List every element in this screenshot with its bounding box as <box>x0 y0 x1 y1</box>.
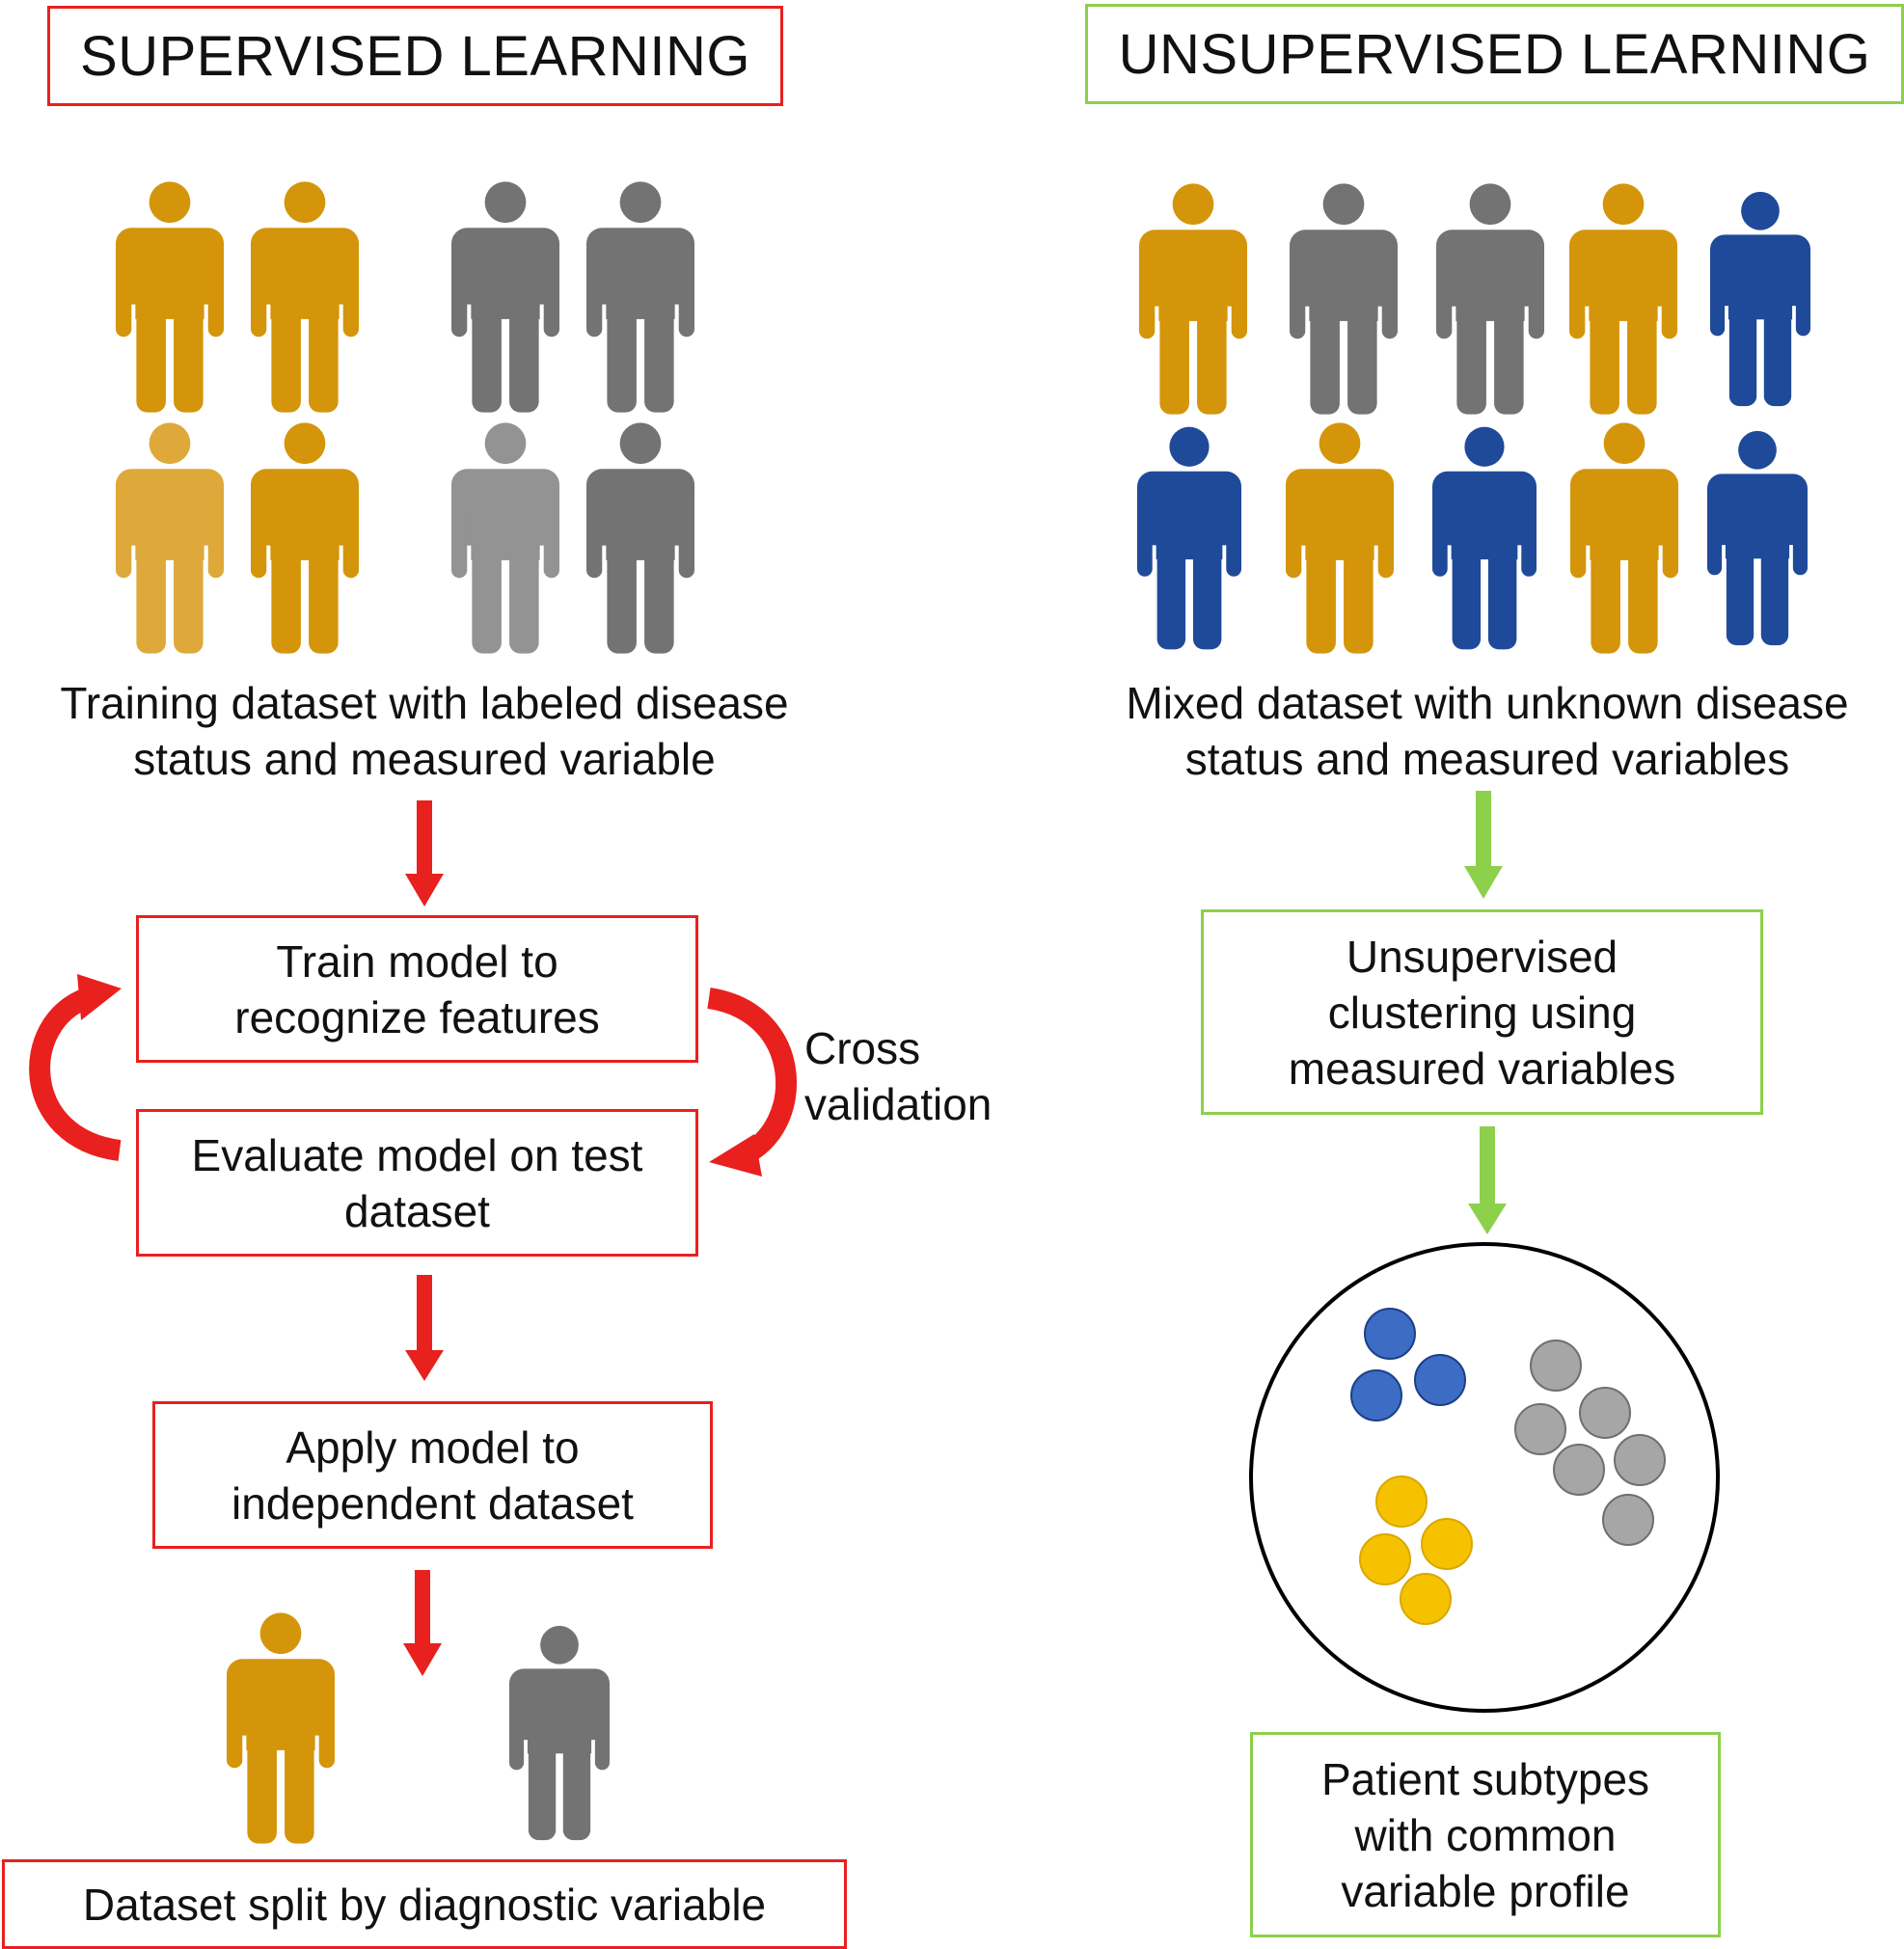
evaluate-model-line: dataset <box>344 1185 490 1236</box>
person-icon <box>586 422 694 654</box>
person-icon <box>1436 183 1544 415</box>
person-icon <box>1710 191 1810 407</box>
patient-subtypes-line: with common <box>1354 1809 1617 1860</box>
unsupervised-dataset-caption: Mixed dataset with unknown disease statu… <box>1071 675 1904 787</box>
cross-validation-line: Cross <box>804 1023 921 1073</box>
person-icon <box>451 422 559 654</box>
caption-line: status and measured variable <box>133 734 716 784</box>
cluster-blue-dots <box>1350 1308 1466 1421</box>
down-arrow-icon <box>1464 791 1503 899</box>
patient-subtypes-line: variable profile <box>1341 1865 1630 1916</box>
unsupervised-title-box: UNSUPERVISED LEARNING <box>1085 4 1904 104</box>
person-icon <box>586 181 694 413</box>
person-icon <box>116 181 224 413</box>
evaluate-model-line: Evaluate model on test <box>191 1129 643 1180</box>
cluster-gray-dots <box>1514 1340 1666 1546</box>
cluster-circle <box>1249 1242 1720 1713</box>
caption-line: Training dataset with labeled disease <box>60 678 789 728</box>
apply-model-line: independent dataset <box>231 1477 634 1529</box>
clustering-line: Unsupervised <box>1346 931 1618 982</box>
train-model-line: recognize features <box>234 991 600 1042</box>
person-icon <box>1137 426 1241 650</box>
person-icon <box>251 422 359 654</box>
person-icon <box>1570 422 1678 654</box>
person-icon <box>451 181 559 413</box>
down-arrow-icon <box>403 1570 442 1676</box>
supervised-title: SUPERVISED LEARNING <box>80 24 750 88</box>
caption-line: status and measured variables <box>1184 734 1790 784</box>
person-icon <box>1139 183 1247 415</box>
cross-validation-label: Cross validation <box>804 1020 992 1132</box>
person-icon <box>1290 183 1398 415</box>
down-arrow-icon <box>1468 1126 1507 1234</box>
person-icon <box>1432 426 1537 650</box>
caption-line: Mixed dataset with unknown disease <box>1126 678 1849 728</box>
person-icon <box>1707 430 1808 646</box>
dataset-split-box: Dataset split by diagnostic variable <box>2 1859 847 1949</box>
supervised-dataset-caption: Training dataset with labeled disease st… <box>10 675 839 787</box>
cross-validation-arrow-right-icon <box>706 988 798 1177</box>
patient-subtypes-box: Patient subtypes with common variable pr… <box>1250 1732 1721 1937</box>
cross-validation-arrow-left-icon <box>29 974 122 1161</box>
down-arrow-icon <box>405 800 444 907</box>
down-arrow-icon <box>405 1275 444 1381</box>
person-icon <box>116 422 224 654</box>
train-model-box: Train model to recognize features <box>136 915 698 1063</box>
train-model-line: Train model to <box>276 935 558 987</box>
apply-model-line: Apply model to <box>286 1421 580 1473</box>
person-icon <box>1569 183 1677 415</box>
clustering-line: clustering using <box>1327 987 1637 1038</box>
clustering-line: measured variables <box>1288 1042 1676 1094</box>
unsupervised-title: UNSUPERVISED LEARNING <box>1118 22 1871 86</box>
evaluate-model-box: Evaluate model on test dataset <box>136 1109 698 1257</box>
cross-validation-line: validation <box>804 1079 993 1129</box>
person-icon <box>227 1612 335 1844</box>
supervised-title-box: SUPERVISED LEARNING <box>47 6 783 106</box>
patient-subtypes-line: Patient subtypes <box>1320 1753 1650 1804</box>
person-icon <box>1286 422 1394 654</box>
person-icon <box>509 1625 610 1841</box>
cluster-yellow-dots <box>1359 1475 1473 1625</box>
dataset-split-label: Dataset split by diagnostic variable <box>82 1879 767 1930</box>
apply-model-box: Apply model to independent dataset <box>152 1401 713 1549</box>
unsupervised-clustering-box: Unsupervised clustering using measured v… <box>1201 909 1763 1115</box>
person-icon <box>251 181 359 413</box>
